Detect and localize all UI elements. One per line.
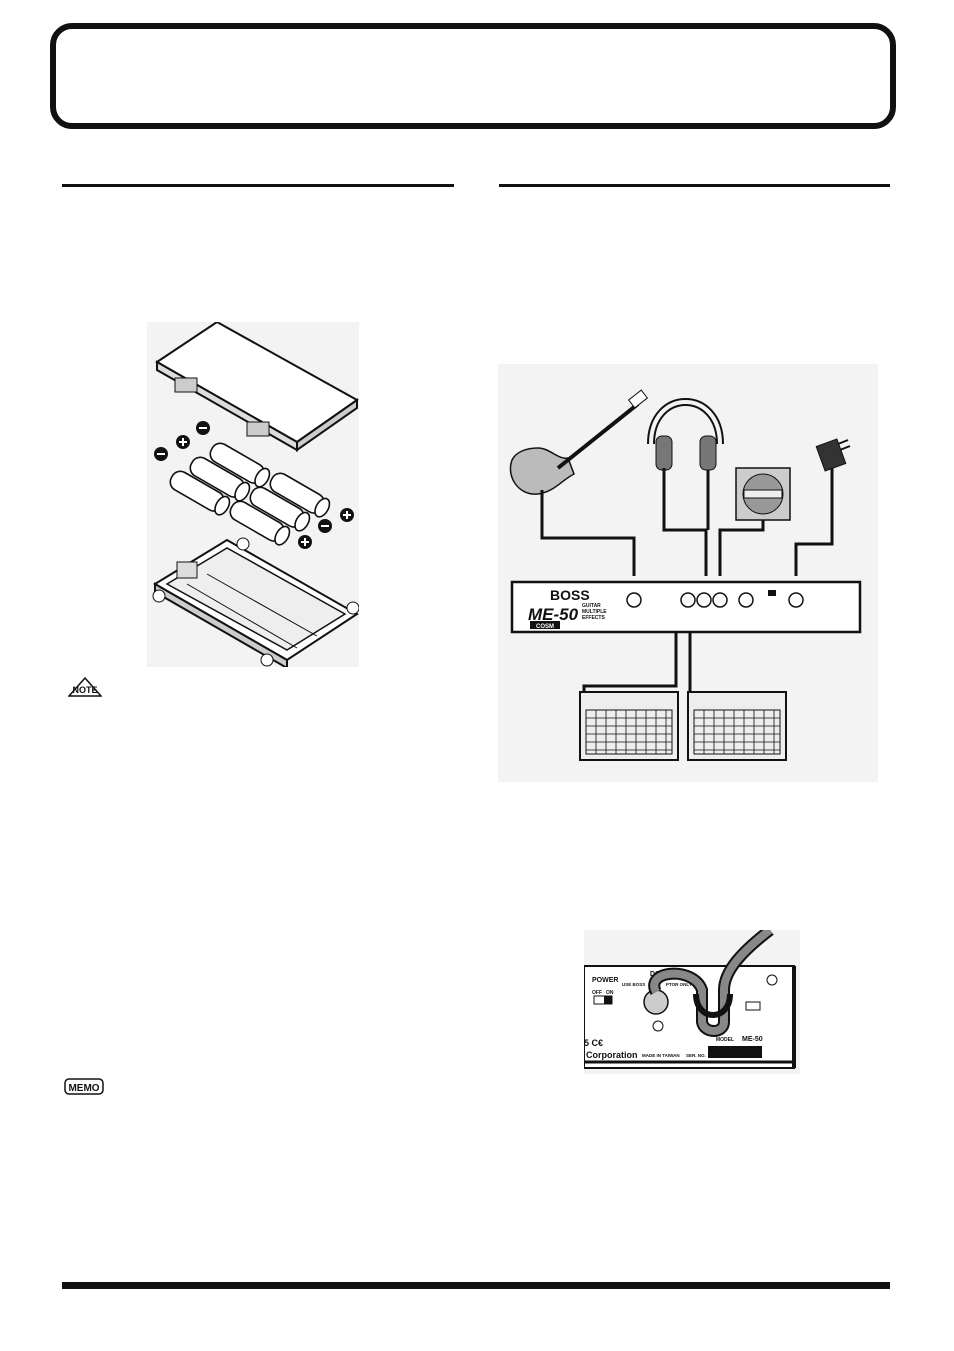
memo-icon: MEMO — [64, 1076, 104, 1096]
cord-hook-illustration: POWER DC OFF ON USE BOSS PTOR ONLY 5 C€ … — [584, 930, 800, 1074]
amplifier-left-icon — [579, 691, 679, 761]
battery-svg — [152, 322, 359, 667]
battery-illustration — [147, 322, 359, 667]
panel-model: ME-50 — [528, 605, 579, 624]
cord-hook-svg: POWER DC OFF ON USE BOSS PTOR ONLY 5 C€ … — [584, 930, 796, 1069]
hook-ce-mark: 5 C€ — [584, 1038, 603, 1048]
guitar-icon — [509, 389, 649, 495]
amplifier-right-icon — [687, 691, 787, 761]
hook-ser-no: SER. NO. — [686, 1053, 706, 1058]
ac-adaptor-icon — [815, 438, 851, 472]
panel-sub-2: MULTIPLE — [582, 609, 607, 615]
hook-model-value: ME-50 — [742, 1036, 763, 1043]
expression-pedal-icon — [735, 467, 791, 521]
footer-rule — [62, 1282, 890, 1289]
hook-made-in: MADE IN TAIWAN — [642, 1053, 680, 1058]
connection-diagram: BOSS ME-50 GUITAR MULTIPLE EFFECTS COSM — [498, 364, 878, 782]
panel-sub-3: EFFECTS — [582, 615, 605, 621]
right-section-rule — [499, 184, 890, 187]
connection-svg: BOSS ME-50 GUITAR MULTIPLE EFFECTS COSM — [509, 389, 862, 761]
hook-on-label: ON — [606, 990, 614, 996]
panel-cosm: COSM — [536, 624, 554, 630]
panel-sub-1: GUITAR — [582, 603, 601, 609]
hook-model-label: MODEL — [716, 1037, 734, 1043]
memo-icon-label: MEMO — [68, 1083, 99, 1094]
headphones-icon — [647, 398, 724, 445]
me50-rear-panel: BOSS ME-50 GUITAR MULTIPLE EFFECTS COSM — [510, 580, 862, 634]
note-icon: NOTE — [67, 676, 103, 697]
hook-off-label: OFF — [592, 990, 602, 996]
note-icon-label: NOTE — [72, 685, 97, 695]
title-box — [50, 23, 896, 129]
hook-power-label: POWER — [592, 977, 618, 984]
hook-corporation: Corporation — [586, 1050, 638, 1060]
hook-adaptor-only: PTOR ONLY — [666, 982, 692, 987]
hook-use-boss: USE BOSS — [622, 982, 645, 987]
left-section-rule — [62, 184, 454, 187]
panel-brand: BOSS — [550, 587, 590, 603]
